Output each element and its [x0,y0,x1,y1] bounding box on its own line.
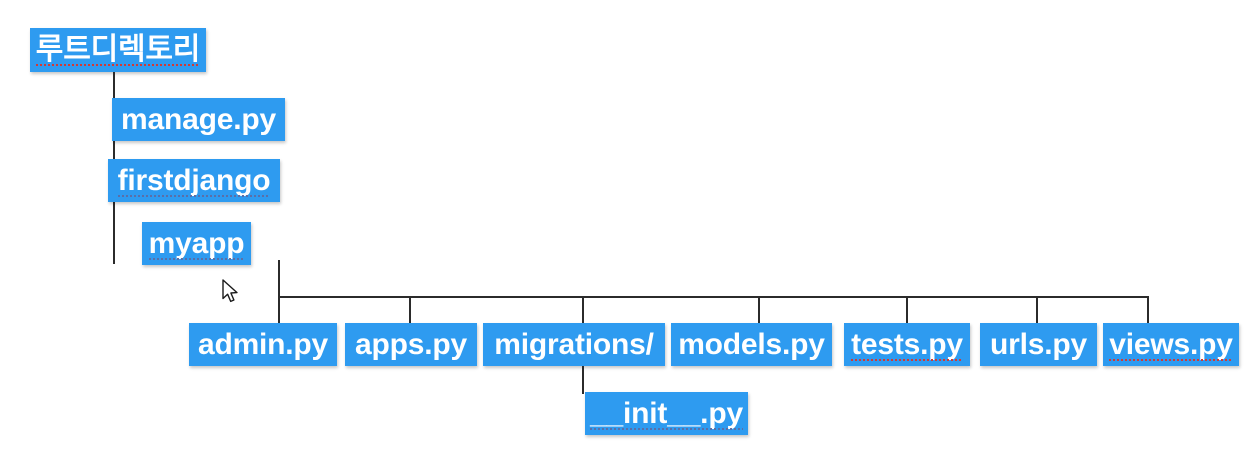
connector-stem-models-py [758,296,760,324]
connector-stem-tests-py [906,296,908,324]
node-label: 루트디렉토리 [35,33,201,66]
connector-stem-admin-py [278,296,280,324]
node-label: __init__.py [590,396,743,430]
node-label: urls.py [990,327,1087,361]
node-label: admin.py [197,327,329,361]
connector-level2-bus [278,296,1149,298]
node-tests-py[interactable]: tests.py [844,323,970,366]
node-root-directory[interactable]: 루트디렉토리 [30,28,206,72]
connector-myapp-stem [278,260,280,298]
connector-stem-init-py [582,366,584,394]
connector-stem-views-py [1147,296,1149,324]
node-manage-py[interactable]: manage.py [112,98,285,141]
arrow-cursor-icon [222,279,240,305]
node-label: models.py [678,327,825,361]
node-label: myapp [148,226,245,260]
node-init-py[interactable]: __init__.py [585,392,748,435]
node-label: apps.py [355,327,467,361]
node-label: tests.py [851,327,963,361]
node-admin-py[interactable]: admin.py [189,323,337,366]
connector-stem-migrations [582,296,584,324]
node-myapp[interactable]: myapp [142,222,251,265]
node-views-py[interactable]: views.py [1103,323,1239,366]
node-firstdjango[interactable]: firstdjango [108,159,280,202]
connector-stem-apps-py [409,296,411,324]
node-migrations[interactable]: migrations/ [483,323,665,366]
node-apps-py[interactable]: apps.py [345,323,477,366]
node-label: migrations/ [494,327,654,361]
node-label: manage.py [121,102,276,136]
node-urls-py[interactable]: urls.py [980,323,1097,366]
connector-stem-urls-py [1036,296,1038,324]
node-models-py[interactable]: models.py [671,323,832,366]
node-label: views.py [1109,327,1234,361]
node-label: firstdjango [117,163,271,197]
